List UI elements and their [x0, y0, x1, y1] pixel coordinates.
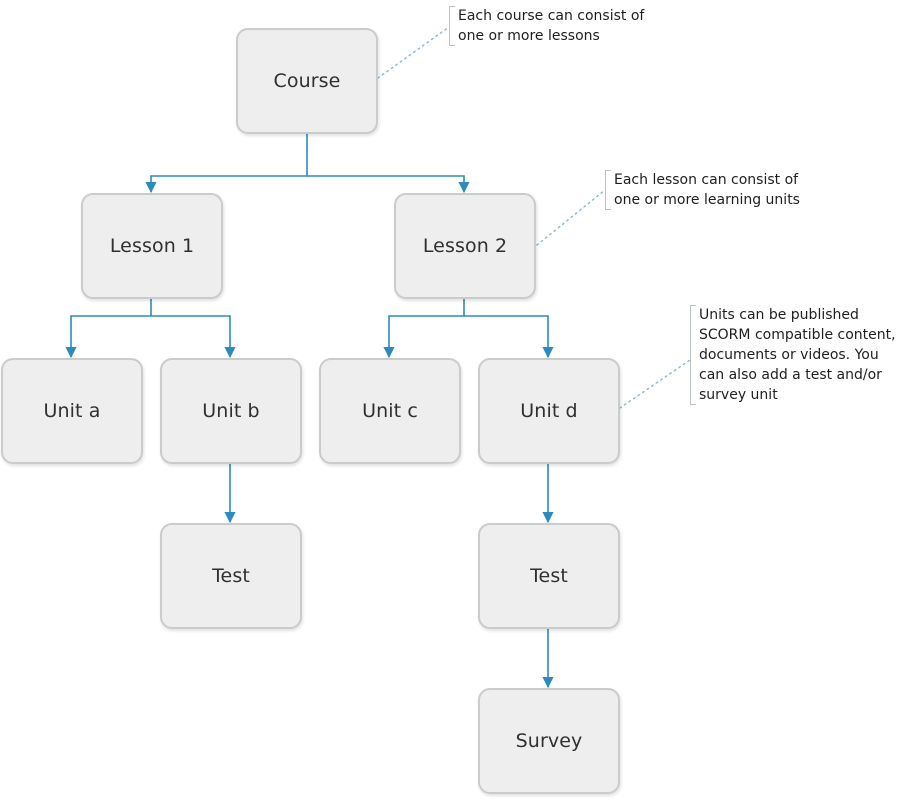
note-units-line-5: survey unit: [699, 387, 778, 403]
edge-course-lessons: [145, 134, 470, 194]
node-unit-a: Unit a: [1, 358, 143, 464]
callout-lesson: [536, 189, 606, 246]
callout-course: [377, 26, 450, 79]
note-units-line-1: Units can be published: [699, 307, 859, 323]
node-lesson-1: Lesson 1: [81, 193, 223, 299]
node-test-d: Test: [478, 523, 620, 629]
note-lesson-line-2: one or more learning units: [614, 192, 800, 208]
note-lesson: Each lesson can consist of one or more l…: [604, 170, 800, 210]
note-course: Each course can consist of one or more l…: [448, 6, 645, 46]
note-course-line-1: Each course can consist of: [458, 8, 645, 24]
node-unit-d: Unit d: [478, 358, 620, 464]
edge-lesson2-units: [383, 299, 554, 359]
callout-units: [619, 359, 691, 409]
note-course-line-2: one or more lessons: [458, 28, 600, 44]
note-units-line-4: can also add a test and/or: [699, 367, 882, 383]
edge-lesson1-units: [65, 299, 236, 359]
note-units-line-3: documents or videos. You: [699, 347, 879, 363]
note-units-line-2: SCORM compatible content,: [699, 327, 896, 343]
node-test-b: Test: [160, 523, 302, 629]
annotation-callouts: [377, 26, 691, 409]
node-lesson-2: Lesson 2: [394, 193, 536, 299]
note-lesson-line-1: Each lesson can consist of: [614, 172, 799, 188]
node-unit-c: Unit c: [319, 358, 461, 464]
node-unit-b: Unit b: [160, 358, 302, 464]
node-course: Course: [236, 28, 378, 134]
node-survey: Survey: [478, 688, 620, 794]
note-units: Units can be published SCORM compatible …: [689, 305, 896, 405]
